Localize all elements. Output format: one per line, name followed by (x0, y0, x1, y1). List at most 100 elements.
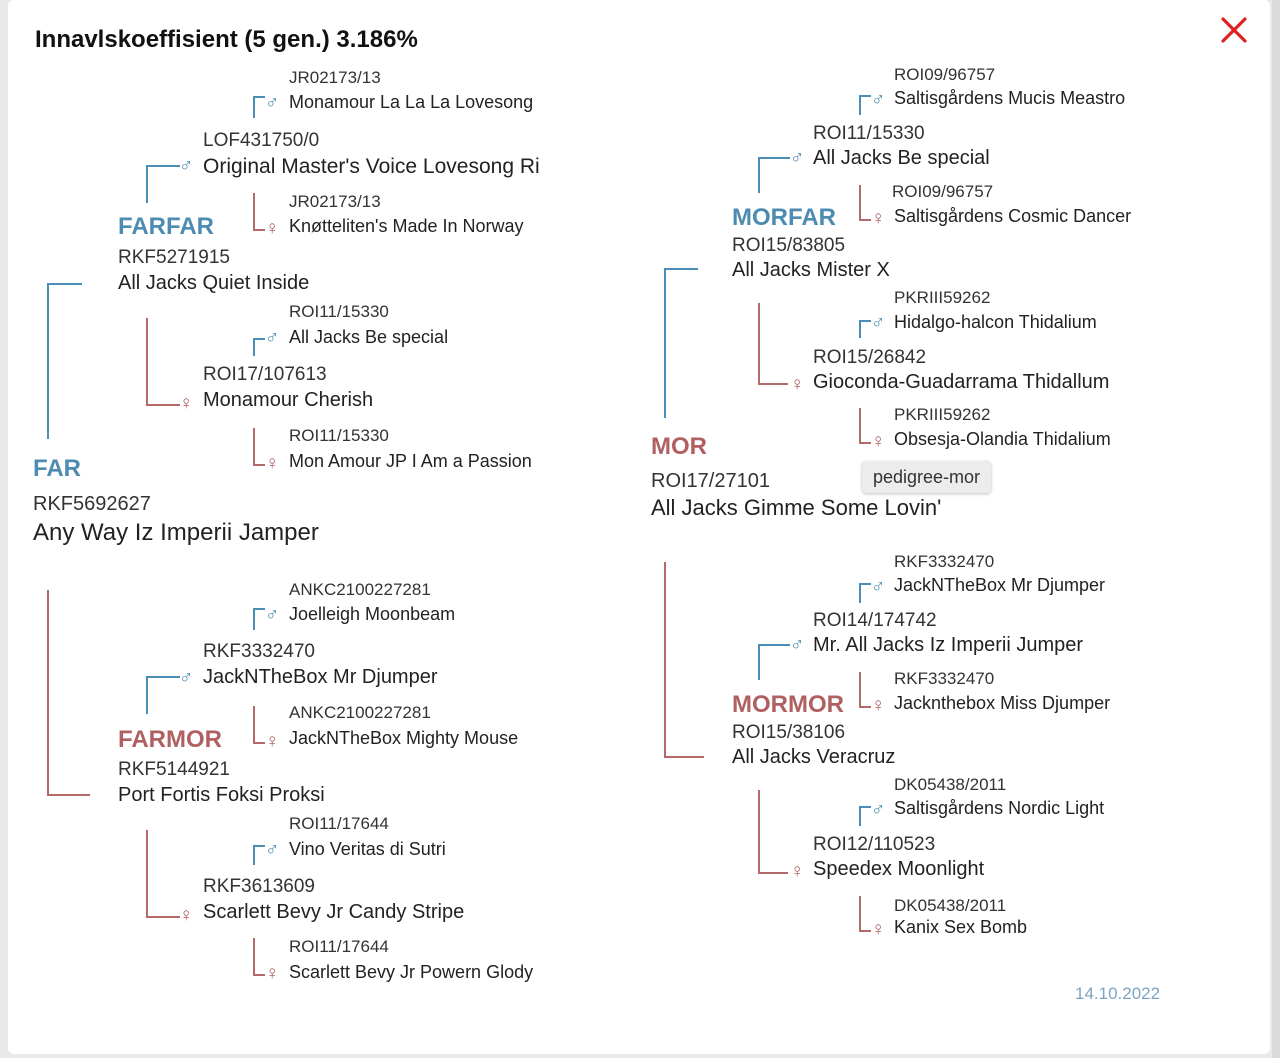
farmor-dam-registration: RKF3613609 (203, 876, 315, 897)
mormor-sire-sire-name[interactable]: JackNTheBox Mr Djumper (894, 575, 1106, 595)
farfar-sire-sire-registration: JR02173/13 (289, 68, 381, 87)
morfar-sire-sire-bracket (859, 95, 871, 97)
morfar-bracket-line (758, 303, 760, 385)
farmor-sire-sire-bracket (253, 608, 265, 610)
scrollbar-track[interactable] (1272, 0, 1280, 1058)
farfar-name[interactable]: All Jacks Quiet Inside (118, 272, 310, 294)
farfar-label: FARFAR (118, 213, 214, 240)
farmor-sire-dam-registration: ANKC2100227281 (289, 703, 431, 722)
farfar-sire-registration: LOF431750/0 (203, 130, 320, 151)
mormor-sire-sire-bracket (859, 583, 871, 585)
morfar-dam-name[interactable]: Gioconda-Guadarrama Thidallum (813, 371, 1110, 393)
morfar-dam-dam-name[interactable]: Obsesja-Olandia Thidalium (894, 429, 1111, 449)
male-symbol-icon: ♂ (871, 89, 886, 110)
farfar-sire-sire-bracket (253, 96, 255, 118)
farmor-sire-sire-name[interactable]: Joelleigh Moonbeam (289, 604, 456, 624)
morfar-name[interactable]: All Jacks Mister X (732, 259, 890, 281)
far-sire-bracket-line (47, 283, 49, 439)
mormor-dam-dam-name[interactable]: Kanix Sex Bomb (894, 917, 1028, 937)
tooltip: pedigree-mor (862, 461, 992, 493)
male-symbol-icon: ♂ (179, 667, 194, 688)
mormor-name[interactable]: All Jacks Veracruz (732, 746, 896, 768)
morfar-sire-dam-name[interactable]: Saltisgårdens Cosmic Dancer (894, 206, 1132, 226)
farfar-bracket-line (146, 165, 148, 203)
farfar-dam-dam-bracket (253, 464, 265, 466)
mor-sire-bracket-line (664, 268, 698, 270)
morfar-sire-registration: ROI11/15330 (813, 123, 925, 144)
farmor-sire-dam-bracket (253, 706, 255, 744)
farfar-bracket-line (146, 404, 180, 406)
farmor-dam-name[interactable]: Scarlett Bevy Jr Candy Stripe (203, 901, 465, 923)
farmor-bracket-line (146, 676, 180, 678)
far-sire-bracket-line (47, 283, 82, 285)
mormor-bracket-line (758, 872, 788, 874)
farfar-dam-name[interactable]: Monamour Cherish (203, 389, 374, 411)
farfar-bracket-line (146, 165, 180, 167)
farmor-dam-sire-name[interactable]: Vino Veritas di Sutri (289, 839, 446, 859)
farfar-dam-dam-name[interactable]: Mon Amour JP I Am a Passion (289, 451, 532, 471)
female-symbol-icon: ♀ (265, 731, 280, 752)
pedigree-dialog (8, 0, 1270, 1054)
mormor-sire-name[interactable]: Mr. All Jacks Iz Imperii Jumper (813, 634, 1084, 656)
mormor-registration: ROI15/38106 (732, 722, 846, 743)
farmor-sire-sire-registration: ANKC2100227281 (289, 580, 431, 599)
farfar-dam-dam-bracket (253, 428, 255, 466)
mor-name[interactable]: All Jacks Gimme Some Lovin' (651, 495, 942, 520)
mormor-dam-name[interactable]: Speedex Moonlight (813, 858, 985, 880)
far-name[interactable]: Any Way Iz Imperii Jamper (33, 519, 319, 546)
mormor-sire-registration: ROI14/174742 (813, 610, 937, 631)
morfar-sire-sire-registration: ROI09/96757 (894, 65, 996, 84)
farfar-sire-name[interactable]: Original Master's Voice Lovesong Ri (203, 155, 540, 178)
female-symbol-icon: ♀ (265, 963, 280, 984)
morfar-bracket-line (758, 157, 760, 193)
female-symbol-icon: ♀ (179, 905, 194, 926)
farfar-sire-dam-name[interactable]: Knøtteliten's Made In Norway (289, 216, 524, 236)
close-icon[interactable] (1218, 14, 1250, 46)
farmor-dam-dam-name[interactable]: Scarlett Bevy Jr Powern Glody (289, 962, 534, 982)
mormor-dam-dam-registration: DK05438/2011 (894, 896, 1007, 915)
mormor-dam-sire-bracket (859, 806, 871, 808)
morfar-dam-sire-bracket (859, 320, 861, 338)
mormor-sire-dam-name[interactable]: Jacknthebox Miss Djumper (894, 693, 1111, 713)
farfar-dam-sire-bracket (253, 338, 265, 340)
farfar-dam-sire-bracket (253, 338, 255, 356)
farfar-dam-sire-name[interactable]: All Jacks Be special (289, 327, 449, 347)
farmor-dam-dam-bracket (253, 938, 255, 976)
farmor-sire-name[interactable]: JackNTheBox Mr Djumper (203, 666, 438, 688)
morfar-dam-sire-name[interactable]: Hidalgo-halcon Thidalium (894, 312, 1097, 332)
female-symbol-icon: ♀ (871, 695, 886, 716)
farfar-sire-dam-registration: JR02173/13 (289, 192, 381, 211)
morfar-sire-name[interactable]: All Jacks Be special (813, 147, 990, 169)
mor-dam-bracket-line (664, 756, 704, 758)
mormor-label: MORMOR (732, 691, 844, 718)
farmor-dam-sire-bracket (253, 845, 265, 847)
morfar-dam-dam-bracket (859, 442, 871, 444)
morfar-bracket-line (758, 383, 788, 385)
female-symbol-icon: ♀ (790, 861, 805, 882)
date-stamp: 14.10.2022 (1075, 984, 1161, 1003)
mormor-bracket-line (758, 644, 790, 646)
morfar-sire-dam-bracket (859, 219, 871, 221)
farmor-dam-dam-registration: ROI11/17644 (289, 937, 389, 956)
farfar-registration: RKF5271915 (118, 247, 230, 268)
farmor-dam-dam-bracket (253, 974, 265, 976)
mormor-sire-dam-bracket (859, 672, 861, 708)
farmor-dam-sire-registration: ROI11/17644 (289, 814, 389, 833)
morfar-registration: ROI15/83805 (732, 235, 846, 256)
mormor-dam-sire-registration: DK05438/2011 (894, 775, 1007, 794)
farmor-sire-sire-bracket (253, 608, 255, 630)
morfar-sire-sire-name[interactable]: Saltisgårdens Mucis Meastro (894, 88, 1126, 108)
mormor-bracket-line (758, 644, 760, 680)
morfar-dam-sire-registration: PKRIII59262 (894, 288, 991, 307)
male-symbol-icon: ♂ (265, 327, 280, 348)
female-symbol-icon: ♀ (265, 453, 280, 474)
farmor-sire-dam-name[interactable]: JackNTheBox Mighty Mouse (289, 728, 519, 748)
morfar-dam-dam-bracket (859, 408, 861, 444)
mor-label: MOR (651, 433, 707, 460)
mormor-dam-sire-name[interactable]: Saltisgårdens Nordic Light (894, 798, 1105, 818)
female-symbol-icon: ♀ (871, 208, 886, 229)
farfar-bracket-line (146, 318, 148, 406)
farmor-name[interactable]: Port Fortis Foksi Proksi (118, 784, 325, 806)
farmor-bracket-line (146, 916, 180, 918)
farfar-sire-sire-name[interactable]: Monamour La La La Lovesong (289, 92, 534, 112)
